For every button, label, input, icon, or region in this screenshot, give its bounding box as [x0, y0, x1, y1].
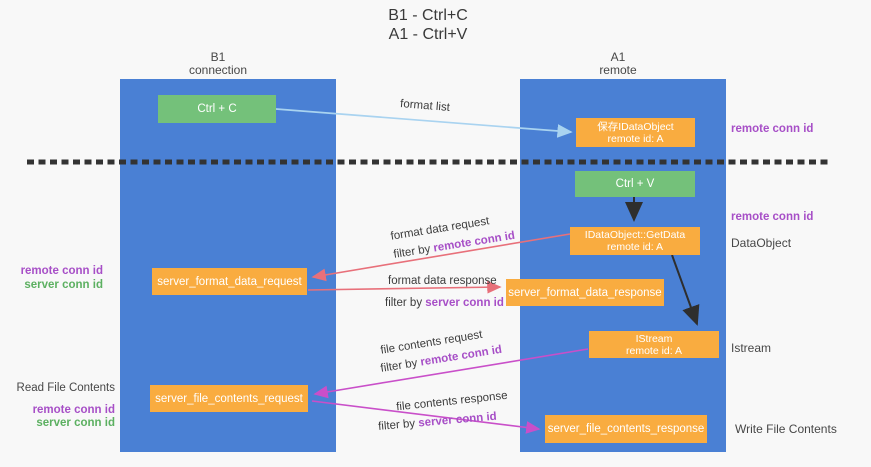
- node-ctrl-c: Ctrl + C: [158, 95, 276, 123]
- left-server-conn-id-2: server conn id: [36, 417, 115, 429]
- node-istream-line2: remote id: A: [625, 344, 683, 357]
- lane-left-title: B1: [210, 50, 226, 64]
- lane-header-left: B1 connection: [150, 51, 286, 77]
- node-istream-line1: IStream: [635, 332, 673, 345]
- arrow-format-data-response: [307, 280, 502, 294]
- node-getdata-line2: remote id: A: [606, 241, 664, 253]
- title-line-2: A1 - Ctrl+V: [388, 26, 468, 43]
- left-label-format-ids: remote conn id server conn id: [15, 265, 103, 292]
- right-remote-conn-id-mid: remote conn id: [731, 211, 814, 223]
- node-save-idataobject-line1: 保存IDataObject: [597, 120, 674, 133]
- read-file-contents-label: Read File Contents: [16, 382, 115, 394]
- diagram-title: B1 - Ctrl+C A1 - Ctrl+V: [328, 6, 528, 44]
- label-filter-by-server-conn-id-1: filter by server conn id: [385, 297, 504, 309]
- arrow-getdata-to-istream: [671, 254, 700, 326]
- title-line-1: B1 - Ctrl+C: [388, 7, 468, 24]
- node-server-format-data-response: server_format_data_response: [506, 279, 664, 306]
- left-label-file-ids: Read File Contents remote conn id server…: [15, 382, 115, 431]
- label-format-data-response: format data response: [388, 275, 497, 287]
- lane-left-subtitle: connection: [188, 63, 248, 77]
- lane-header-right: A1 remote: [550, 51, 686, 77]
- right-istream-label: Istream: [731, 341, 772, 355]
- node-server-file-contents-response: server_file_contents_response: [545, 415, 707, 443]
- filter-prefix: filter by: [385, 297, 423, 309]
- right-remote-conn-id-top: remote conn id: [731, 123, 814, 135]
- node-server-file-contents-request: server_file_contents_request: [150, 385, 308, 412]
- node-idataobject-getdata: IDataObject::GetData remote id: A: [570, 227, 700, 255]
- node-server-format-data-request-label: server_format_data_request: [157, 275, 302, 288]
- left-server-conn-id-1: server conn id: [24, 278, 103, 291]
- arrow-file-contents-request: [313, 348, 589, 399]
- right-write-file-contents-label: Write File Contents: [735, 422, 837, 436]
- node-server-file-contents-request-label: server_file_contents_request: [155, 392, 303, 405]
- node-istream: IStream remote id: A: [589, 331, 719, 358]
- right-dataobject-label: DataObject: [731, 236, 792, 250]
- left-remote-conn-id-1: remote conn id: [20, 265, 103, 277]
- arrow-format-data-request: [311, 233, 571, 282]
- node-server-format-data-response-label: server_format_data_response: [508, 286, 662, 299]
- node-ctrl-v: Ctrl + V: [575, 171, 695, 197]
- left-remote-conn-id-2: remote conn id: [32, 403, 115, 416]
- arrow-format-list: [275, 108, 573, 138]
- node-ctrl-c-label: Ctrl + C: [197, 103, 237, 115]
- node-save-idataobject: 保存IDataObject remote id: A: [576, 118, 695, 147]
- lane-right-title: A1: [610, 50, 626, 64]
- filter-key-server-conn-id: server conn id: [425, 297, 504, 309]
- arrow-file-contents-response: [311, 400, 541, 434]
- lane-right-subtitle: remote: [599, 63, 637, 77]
- node-ctrl-v-label: Ctrl + V: [615, 178, 655, 190]
- node-server-format-data-request: server_format_data_request: [152, 268, 307, 295]
- node-server-file-contents-response-label: server_file_contents_response: [547, 423, 705, 435]
- node-getdata-line1: IDataObject::GetData: [584, 229, 686, 241]
- node-save-idataobject-line2: remote id: A: [607, 132, 664, 145]
